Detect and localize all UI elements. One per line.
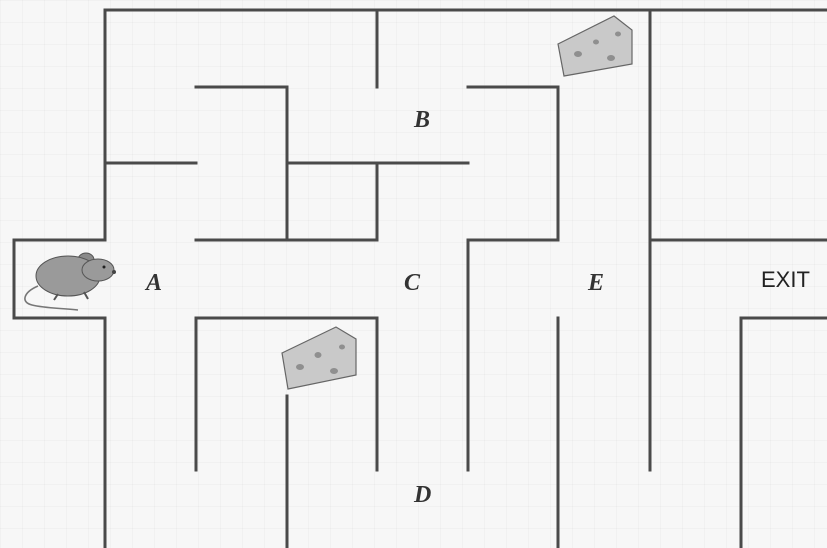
cheese-hole: [330, 368, 338, 374]
cheese-hole: [593, 40, 599, 45]
cheese-hole: [615, 32, 621, 37]
mouse-icon: [25, 253, 116, 310]
cheese-icon: [558, 16, 632, 76]
node-label-b: B: [413, 107, 430, 133]
cheese-hole: [574, 51, 582, 57]
maze-walls: [14, 10, 827, 548]
cheese-hole: [315, 352, 322, 358]
mouse-nose: [112, 270, 116, 274]
cheese-icon: [282, 327, 356, 389]
cheese-hole: [607, 55, 615, 61]
node-label-c: C: [404, 270, 421, 296]
exit-label: EXIT: [761, 267, 810, 292]
node-label-d: D: [413, 482, 431, 508]
cheese-hole: [339, 345, 345, 350]
cheese-wedge: [558, 16, 632, 76]
node-label-e: E: [587, 270, 604, 296]
cheese-hole: [296, 364, 304, 370]
cheese-wedge: [282, 327, 356, 389]
node-label-a: A: [144, 270, 162, 296]
mouse-head: [82, 259, 114, 281]
mouse-eye: [103, 266, 106, 269]
